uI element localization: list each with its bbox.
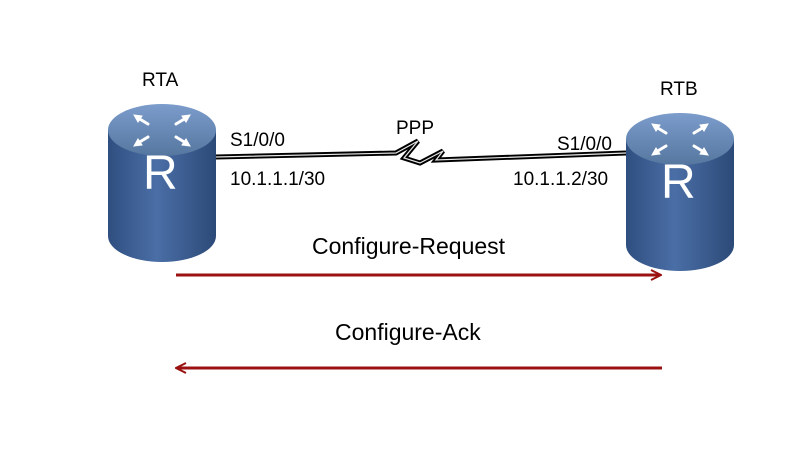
interface-label-rtb: S1/0/0 (557, 134, 612, 155)
configure-request-label: Configure-Request (312, 233, 506, 259)
interface-label-rta: S1/0/0 (230, 130, 285, 151)
router-glyph-rta: R (143, 147, 178, 200)
ip-label-rta: 10.1.1.1/30 (230, 169, 326, 190)
router-glyph-rtb: R (661, 156, 696, 209)
serial-link-highlight (215, 140, 627, 164)
router-name-rtb: RTB (660, 79, 698, 100)
router-name-rta: RTA (142, 70, 179, 91)
link-protocol-label: PPP (396, 118, 435, 139)
configure-ack-label: Configure-Ack (335, 319, 481, 345)
ip-label-rtb: 10.1.1.2/30 (513, 169, 609, 190)
